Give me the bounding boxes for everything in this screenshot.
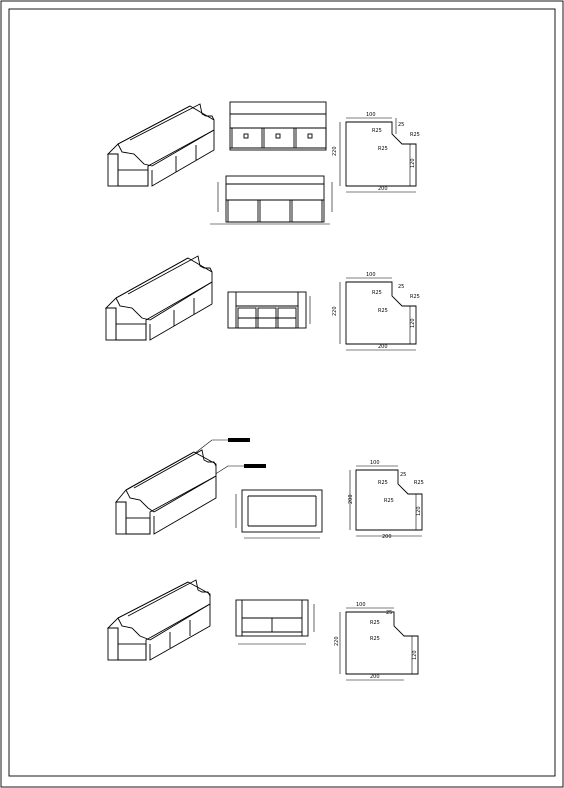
sofa-front-view-2 (227, 291, 311, 329)
callout-tag-2 (244, 464, 266, 468)
dim-step: 25 (386, 610, 392, 616)
dim-bottom: 200 (370, 674, 380, 680)
section-profile-4: 100 25 220 200 120 R25 R25 (334, 602, 419, 681)
row-3: 100 25 200 200 120 R25 R25 R25 (115, 438, 424, 540)
dim-radius-2: R25 (370, 636, 380, 642)
row-1: 100 25 220 200 120 R25 R25 R25 (106, 101, 420, 225)
sofa-front-view-1 (229, 101, 327, 151)
dim-height: 200 (348, 494, 354, 504)
callout-tag-1 (228, 438, 250, 442)
dim-inner: 120 (410, 318, 416, 328)
dim-top: 100 (366, 272, 376, 278)
dim-top: 100 (370, 460, 380, 466)
dim-radius-3: R25 (410, 132, 420, 138)
dim-radius-2: R25 (378, 146, 388, 152)
dim-radius-1: R25 (372, 290, 382, 296)
sofa-front-view-4 (235, 599, 315, 645)
dim-bottom: 200 (378, 186, 388, 192)
sofa-isometric-3 (115, 449, 217, 535)
dim-radius-1: R25 (372, 128, 382, 134)
dim-height: 220 (332, 306, 338, 316)
dim-top: 100 (366, 112, 376, 118)
row-4: 100 25 220 200 120 R25 R25 (106, 579, 419, 681)
dim-height: 220 (332, 146, 338, 156)
dim-bottom: 200 (378, 344, 388, 350)
dim-inner: 120 (410, 158, 416, 168)
section-profile-3: 100 25 200 200 120 R25 R25 R25 (348, 460, 424, 540)
dim-step: 25 (398, 122, 404, 128)
dim-radius-3: R25 (410, 294, 420, 300)
dim-top: 100 (356, 602, 366, 608)
sofa-isometric-2 (104, 255, 213, 341)
dim-radius-2: R25 (378, 308, 388, 314)
dim-radius-3: R25 (414, 480, 424, 486)
dim-radius-1: R25 (370, 620, 380, 626)
dim-step: 25 (400, 472, 406, 478)
section-profile-2: 100 25 220 200 120 R25 R25 R25 (332, 272, 420, 351)
dim-height: 220 (334, 636, 340, 646)
dim-radius-1: R25 (378, 480, 388, 486)
dim-bottom: 200 (382, 534, 392, 540)
dim-step: 25 (398, 284, 404, 290)
dim-inner: 120 (416, 506, 422, 516)
sofa-front-view-3 (235, 489, 323, 539)
section-profile-1: 100 25 220 200 120 R25 R25 R25 (332, 112, 420, 193)
sofa-plan-view-1 (210, 175, 333, 225)
dim-inner: 120 (412, 650, 418, 660)
row-2: 100 25 220 200 120 R25 R25 R25 (104, 255, 420, 351)
sofa-isometric-1 (106, 103, 215, 187)
sofa-isometric-4 (106, 579, 211, 661)
sheet-inner-frame (8, 8, 556, 777)
dim-radius-2: R25 (384, 498, 394, 504)
